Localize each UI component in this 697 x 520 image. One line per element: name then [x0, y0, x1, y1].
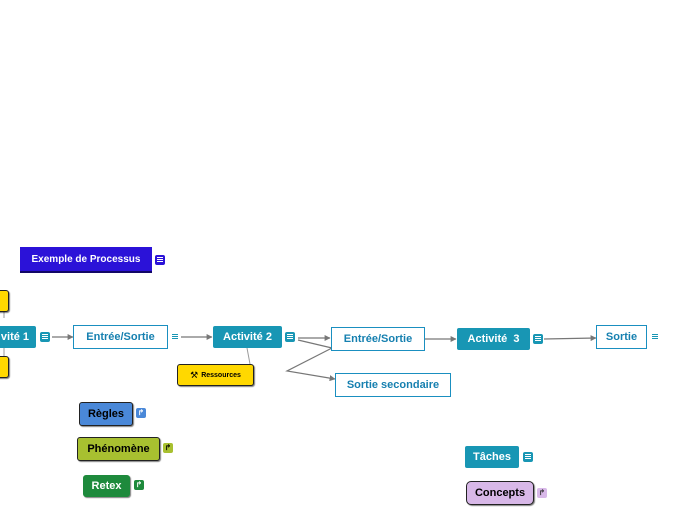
- phenomene-node[interactable]: Phénomène: [77, 437, 160, 461]
- concepts-node[interactable]: Concepts: [466, 481, 534, 505]
- partial-yellow-node-bottom[interactable]: [0, 356, 9, 378]
- sortie-label: Sortie: [605, 331, 638, 343]
- entree-sortie-1-node[interactable]: Entrée/Sortie: [73, 325, 168, 349]
- taches-node[interactable]: Tâches: [465, 446, 519, 468]
- tools-icon: ⚒: [190, 369, 199, 380]
- retex-node[interactable]: Retex: [83, 475, 130, 497]
- title-node-label: Exemple de Processus: [31, 253, 141, 265]
- sortie-secondaire-label: Sortie secondaire: [346, 379, 440, 391]
- concepts-link-icon[interactable]: ↱: [537, 488, 547, 498]
- activite1-note-icon[interactable]: [40, 332, 50, 342]
- title-note-icon[interactable]: [155, 255, 165, 265]
- retex-label: Retex: [91, 480, 122, 492]
- connector-activite3-sortie: [543, 335, 597, 342]
- entree-sortie-2-label: Entrée/Sortie: [343, 333, 413, 345]
- entree-sortie-1-label: Entrée/Sortie: [86, 331, 155, 343]
- taches-note-icon[interactable]: [523, 452, 533, 462]
- activite2-label: Activité 2: [223, 331, 272, 343]
- entree-sortie-2-node[interactable]: Entrée/Sortie: [331, 327, 425, 351]
- activite3-node[interactable]: Activité 3: [457, 328, 530, 350]
- phenomene-link-icon[interactable]: ↱: [163, 443, 173, 453]
- connector-activite2-sortie-secondaire: [285, 339, 336, 382]
- taches-label: Tâches: [473, 451, 511, 463]
- entree-sortie-1-note-icon[interactable]: [170, 332, 180, 342]
- ressources-node[interactable]: ⚒ Ressources: [177, 364, 254, 386]
- activite3-label: Activité 3: [467, 333, 520, 345]
- partial-yellow-node-top[interactable]: [0, 290, 9, 312]
- connector-activite2-ressources: [246, 347, 251, 365]
- activite1-node[interactable]: vité 1: [0, 326, 36, 348]
- ressources-label: Ressources: [201, 371, 241, 379]
- sortie-note-icon[interactable]: [650, 332, 660, 342]
- phenomene-label: Phénomène: [87, 443, 150, 455]
- activite3-note-icon[interactable]: [533, 334, 543, 344]
- activite2-node[interactable]: Activité 2: [213, 326, 282, 348]
- regles-link-icon[interactable]: ↱: [136, 408, 146, 418]
- title-node[interactable]: Exemple de Processus: [20, 247, 152, 273]
- retex-link-icon[interactable]: ↱: [134, 480, 144, 490]
- activite1-label: vité 1: [0, 331, 30, 343]
- activite2-note-icon[interactable]: [285, 332, 295, 342]
- concepts-label: Concepts: [474, 487, 526, 499]
- regles-node[interactable]: Règles: [79, 402, 133, 426]
- sortie-secondaire-node[interactable]: Sortie secondaire: [335, 373, 451, 397]
- sortie-node[interactable]: Sortie: [596, 325, 647, 349]
- regles-label: Règles: [87, 408, 125, 420]
